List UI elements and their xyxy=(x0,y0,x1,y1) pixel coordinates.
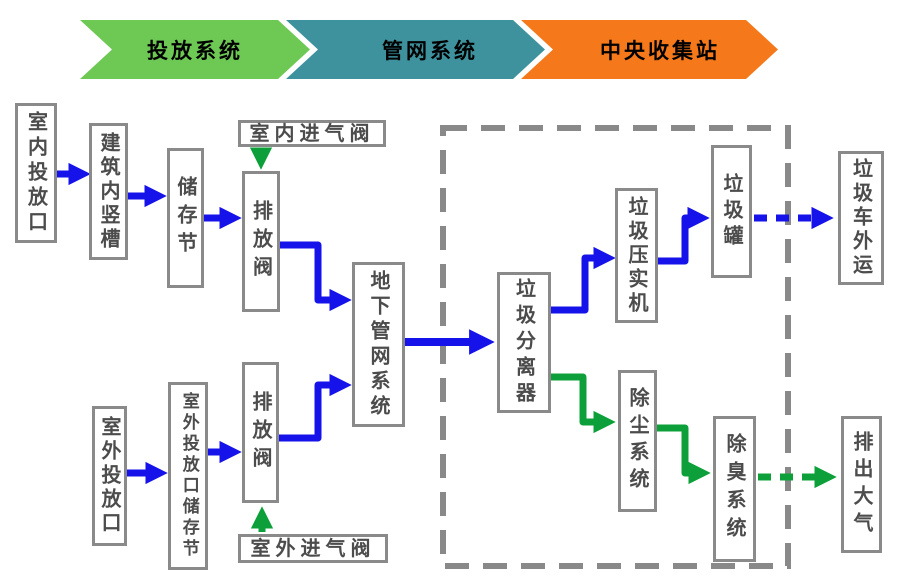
banner-label-pipe-network-system: 管网系统 xyxy=(382,37,478,63)
node-indoor-inlet: 室内投放口 xyxy=(15,103,57,243)
arrow-separator-to-dust-removal xyxy=(551,373,616,434)
arrow-dust-to-deodorize xyxy=(657,424,711,485)
banner-chevron-central-station xyxy=(521,20,778,79)
node-outdoor-air-valve: 室外进气阀 xyxy=(238,534,388,563)
node-dust-removal: 除尘系统 xyxy=(618,370,657,512)
node-outdoor-inlet: 室外投放口 xyxy=(92,406,127,546)
node-discharge-valve-top: 排放阀 xyxy=(242,171,280,312)
node-underground-pipe-system: 地下管网系统 xyxy=(352,262,405,427)
node-building-chute: 建筑内竖槽 xyxy=(89,123,128,260)
banner-chevron-pipe-network xyxy=(286,20,545,79)
central-station-boundary xyxy=(440,125,791,569)
banner-label-central-collection-station: 中央收集站 xyxy=(600,37,720,63)
node-discharge-valve-bottom: 排放阀 xyxy=(242,362,279,503)
arrow-valve-bottom-to-pipe xyxy=(279,373,352,442)
banner-chevron-disposal xyxy=(80,20,310,79)
node-waste-compactor: 垃圾压实机 xyxy=(615,188,658,323)
node-outdoor-inlet-storage: 室外投放口储存节 xyxy=(168,382,208,570)
banner-label-disposal-system: 投放系统 xyxy=(147,37,243,63)
node-deodorize: 除臭系统 xyxy=(713,416,756,562)
node-indoor-air-valve: 室内进气阀 xyxy=(238,120,386,147)
arrow-valve-top-to-pipe xyxy=(280,241,352,312)
node-storage-section: 储存节 xyxy=(167,148,204,288)
arrow-separator-to-compactor xyxy=(551,246,616,314)
arrow-compactor-to-tank xyxy=(658,206,710,265)
node-exhaust-air: 排出大气 xyxy=(841,416,882,553)
node-waste-tank: 垃圾罐 xyxy=(711,145,752,278)
node-waste-separator: 垃圾分离器 xyxy=(497,272,551,413)
node-truck-transport: 垃圾车外运 xyxy=(838,151,884,285)
